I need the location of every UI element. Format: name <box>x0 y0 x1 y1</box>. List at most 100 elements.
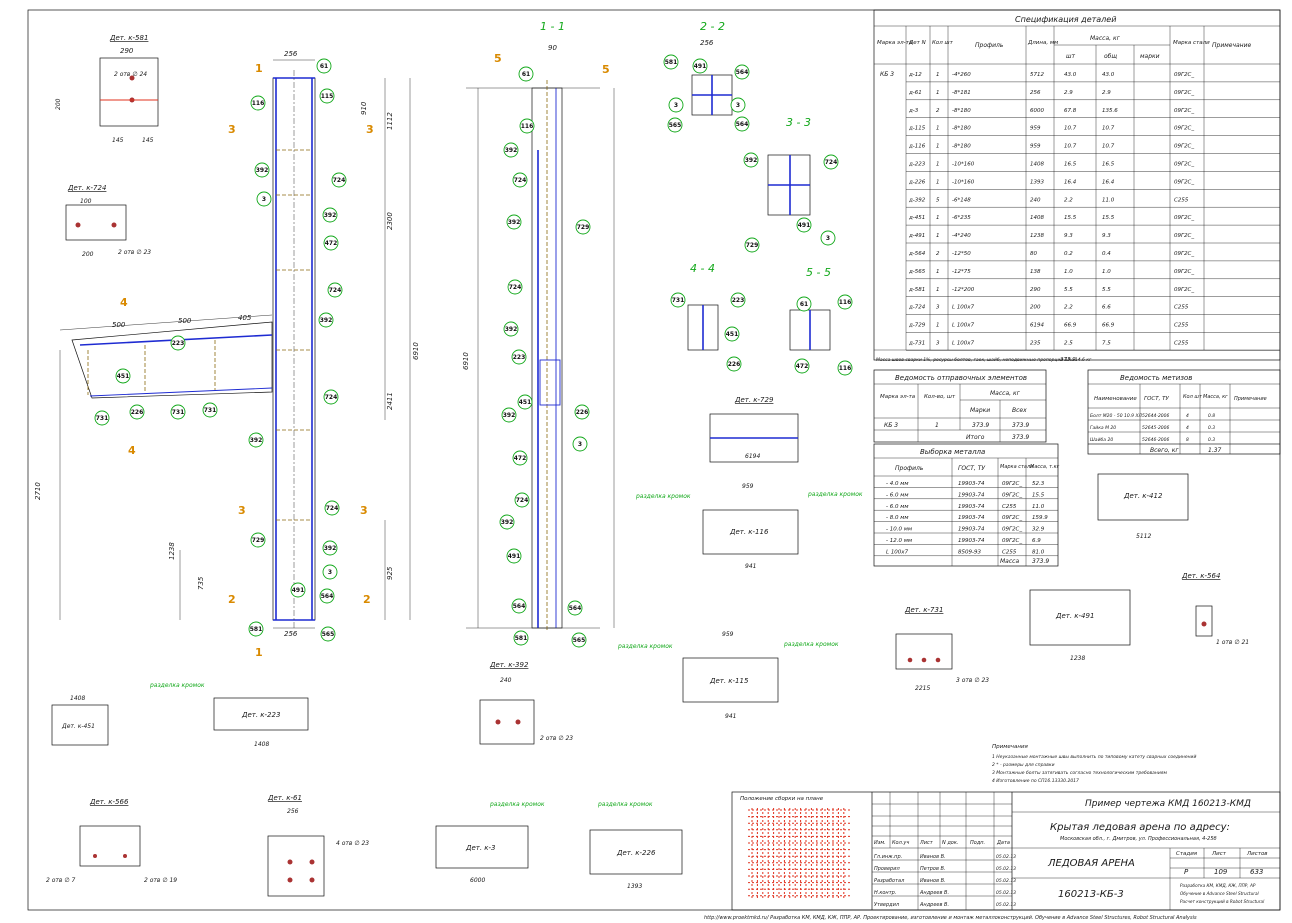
metal-cell: 09Г2С_ <box>1002 481 1022 487</box>
spec-h-note: Примечание <box>1212 42 1251 49</box>
metal-cell: - 12.0 мм <box>886 538 912 544</box>
spec-cell: 6194 <box>1030 323 1044 329</box>
spec-cell: 1393 <box>1030 179 1044 185</box>
spec-h-det: Дет N <box>908 40 926 46</box>
metal-h-gost: ГОСТ, ТУ <box>958 465 985 472</box>
spec-cell: 2.2 <box>1064 197 1073 203</box>
tag-392-c: 392 <box>318 312 334 328</box>
cut-1-bot: 1 <box>255 646 263 659</box>
metal-cell: - 4.0 мм <box>886 481 909 487</box>
fast-cell: Шайба 20 <box>1090 437 1113 443</box>
part-61-title: Дет. к-61 <box>267 794 302 802</box>
svg-text:3: 3 <box>826 235 830 242</box>
ship-total: 373.9 <box>1012 434 1029 441</box>
section-3-3-title: 3 - 3 <box>786 116 811 129</box>
svg-text:226: 226 <box>728 361 741 368</box>
spec-cell: д-491 <box>908 233 925 239</box>
dim-290: 290 <box>120 47 134 55</box>
spec-cell: 1 <box>936 72 940 78</box>
part-226-title: Дет. к-226 <box>616 849 656 857</box>
svg-text:472: 472 <box>325 240 338 247</box>
spec-cell: L 100х7 <box>952 341 975 347</box>
holes-24: 2 отв ∅ 24 <box>114 71 147 78</box>
fast-total: 1.37 <box>1208 447 1222 454</box>
tag-392-a: 392 <box>254 162 270 178</box>
metal-cell: 09Г2С_ <box>1002 538 1022 544</box>
spec-cell: 1 <box>936 162 940 168</box>
rev-h-6: Дата <box>996 840 1010 846</box>
spec-cell: д-564 <box>908 251 926 257</box>
part-3-title: Дет. к-3 <box>465 844 496 852</box>
svg-text:564: 564 <box>513 603 526 610</box>
ship-h-marks: Марки <box>970 407 990 414</box>
dim-1238: 1238 <box>168 542 176 560</box>
part-226: разделка кромок Дет. к-226 1393 <box>589 801 683 890</box>
dim-1408-451: 1408 <box>70 695 85 702</box>
stamp-name: Андреев В. <box>919 902 949 908</box>
dim-240-392: 240 <box>500 677 512 684</box>
tag-392-s1b: 392 <box>506 214 522 230</box>
rev-h-2: Кол.уч <box>892 840 909 846</box>
spec-cell: -12*75 <box>952 269 971 275</box>
spec-cell: 1 <box>936 323 940 329</box>
svg-text:61: 61 <box>800 301 808 308</box>
tag-581-s2: 581 <box>663 54 679 70</box>
metal-total: 373.9 <box>1032 558 1049 565</box>
title-block: Положение сборки на плане Изм. Кол.уч Ли… <box>731 791 1281 911</box>
spec-cell: 200 <box>1030 305 1041 311</box>
spec-cell: 09Г2С_ <box>1174 144 1194 150</box>
fast-cell: 52644-2006 <box>1142 413 1170 419</box>
main-elevation: 500 500 405 2710 1238 735 6910 1112 910 … <box>34 50 420 659</box>
tag-729-a: 729 <box>250 532 266 548</box>
svg-text:392: 392 <box>505 326 518 333</box>
spec-cell: 138 <box>1030 269 1041 275</box>
svg-text:729: 729 <box>746 242 759 249</box>
spec-cell: -4*240 <box>952 233 971 239</box>
dim-1238-491: 1238 <box>1070 655 1085 662</box>
spec-cell: 1238 <box>1030 233 1044 239</box>
spec-cell: 256 <box>1030 90 1041 96</box>
metal-cell: 19903-74 <box>958 504 985 510</box>
stamp-org1: Разработка КМ, КМД, КЖ, ППР, АР <box>1180 883 1256 888</box>
cut-3-top-right: 3 <box>366 123 374 136</box>
part-115-title: Дет. к-115 <box>709 677 749 685</box>
metal-title: Выборка металла <box>920 448 985 456</box>
svg-text:581: 581 <box>250 626 263 633</box>
section-4-4-title: 4 - 4 <box>690 262 715 275</box>
stamp-top: Пример чертежа КМД 160213-КМД <box>1085 799 1251 809</box>
spec-cell: 3 <box>936 341 940 347</box>
cut-4-bot: 4 <box>128 444 136 457</box>
dim-145-a: 145 <box>112 137 124 144</box>
spec-cell: 1 <box>936 215 940 221</box>
spec-cell: д-392 <box>908 197 926 203</box>
part-491-title: Дет. к-491 <box>1055 612 1094 620</box>
tag-565-s1: 565 <box>571 632 587 648</box>
svg-text:3: 3 <box>578 441 582 448</box>
spec-cell: 2.9 <box>1064 90 1073 96</box>
part-116: разделка кромок разделка кромок Дет. к-1… <box>635 483 863 570</box>
svg-text:392: 392 <box>324 545 337 552</box>
tag-472-s5: 472 <box>794 358 810 374</box>
ship-h-mark: Марка эл-та <box>880 394 916 400</box>
spec-cell: 2 <box>936 108 940 114</box>
tag-223-s4: 223 <box>730 292 746 308</box>
svg-text:392: 392 <box>503 412 516 419</box>
svg-text:226: 226 <box>131 409 144 416</box>
tag-392-s1e: 392 <box>499 514 515 530</box>
cut-4-top: 4 <box>120 296 128 309</box>
metal-cell: 159.9 <box>1032 515 1048 521</box>
part-412-title: Дет. к-412 <box>1123 492 1163 500</box>
svg-text:392: 392 <box>320 317 333 324</box>
svg-text:223: 223 <box>732 297 745 304</box>
svg-text:3: 3 <box>328 569 332 576</box>
dim-500-b: 500 <box>178 317 192 325</box>
cut-5-left: 5 <box>494 52 502 65</box>
metal-cell: 19903-74 <box>958 527 985 533</box>
cut-3-top-left: 3 <box>228 123 236 136</box>
spec-cell: 1 <box>936 233 940 239</box>
stamp-stage-label: Стадия <box>1176 851 1198 857</box>
stamp-address: Московская обл., г. Дмитров, ул. Професс… <box>1060 836 1217 842</box>
metal-h-profile: Профиль <box>895 465 924 472</box>
metal-cell: - 8.0 мм <box>886 515 909 521</box>
metal-cell: 8509-93 <box>958 549 981 555</box>
